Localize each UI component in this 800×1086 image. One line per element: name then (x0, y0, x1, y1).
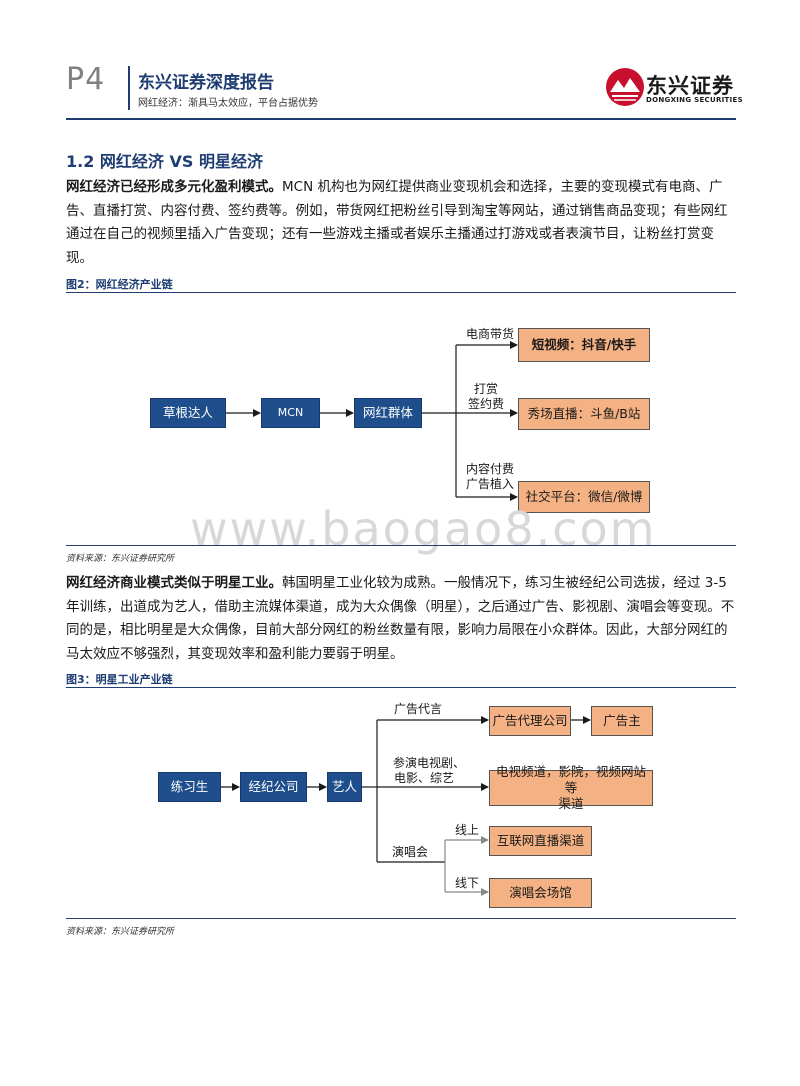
paragraph-2: 网红经济商业模式类似于明星工业。韩国明星工业化较为成熟。一般情况下，练习生被经纪… (66, 572, 736, 666)
page-number: P4 (66, 62, 106, 97)
label-acting-1: 参演电视剧、 (392, 756, 465, 770)
label-endorsement: 广告代言 (393, 702, 442, 716)
node-advertiser: 广告主 (591, 706, 653, 736)
node-tv-line-1: 电视频道，影院，视频网站等 (495, 764, 646, 795)
node-agency: 经纪公司 (240, 772, 307, 802)
node-mcn: MCN (261, 398, 320, 428)
report-subtitle: 网红经济：渐具马太效应，平台占据优势 (138, 98, 318, 109)
node-short-video: 短视频：抖音/快手 (518, 328, 650, 362)
label-content-2: 广告植入 (465, 477, 514, 491)
figure-3-title: 图3：明星工业产业链 (66, 673, 173, 686)
label-ecommerce: 电商带货 (465, 327, 514, 341)
node-online-live: 互联网直播渠道 (489, 826, 592, 856)
paragraph-1-body: MCN 机构也为网红提供商业变现机会和选择，主要的变现模式有电商、广告、直播打赏… (66, 179, 728, 266)
figure-3-top-rule (66, 687, 736, 688)
label-concert: 演唱会 (391, 845, 428, 859)
label-offline: 线下 (454, 876, 479, 890)
node-grassroots: 草根达人 (150, 398, 226, 428)
node-artist: 艺人 (327, 772, 362, 802)
label-content-1: 内容付费 (465, 462, 514, 476)
header-separator (128, 66, 130, 110)
paragraph-1: 网红经济已经形成多元化盈利模式。MCN 机构也为网红提供商业变现机会和选择，主要… (66, 176, 736, 270)
figure-2-title: 图2：网红经济产业链 (66, 278, 173, 291)
figure-2-source: 资料来源：东兴证券研究所 (66, 554, 175, 564)
logo-text-cn: 东兴证券 (646, 74, 734, 98)
figure-3-source: 资料来源：东兴证券研究所 (66, 927, 175, 937)
report-title: 东兴证券深度报告 (138, 73, 274, 93)
paragraph-1-lead: 网红经济已经形成多元化盈利模式。 (66, 179, 282, 195)
label-tips-2: 签约费 (467, 397, 504, 411)
label-tips-1: 打赏 (473, 382, 498, 396)
paragraph-2-body: 韩国明星工业化较为成熟。一般情况下，练习生被经纪公司选拔，经过 3-5 年训练，… (66, 575, 735, 662)
header-rule (66, 118, 736, 120)
label-online: 线上 (454, 823, 479, 837)
node-tv-line-2: 渠道 (558, 796, 584, 811)
node-ad-agency: 广告代理公司 (489, 706, 571, 736)
node-social: 社交平台：微信/微博 (518, 481, 650, 513)
watermark: www.baogao8.com (190, 502, 657, 556)
node-tv-channels: 电视频道，影院，视频网站等 渠道 (489, 764, 653, 811)
figure-2-bottom-rule (66, 545, 736, 546)
figure-3-bottom-rule (66, 918, 736, 919)
node-trainee: 练习生 (158, 772, 221, 802)
logo-text-en: DONGXING SECURITIES (646, 96, 743, 104)
label-acting-2: 电影、综艺 (393, 771, 454, 785)
node-live-show: 秀场直播：斗鱼/B站 (518, 398, 650, 430)
section-title: 1.2 网红经济 VS 明星经济 (66, 152, 263, 171)
node-venue: 演唱会场馆 (489, 878, 592, 908)
paragraph-2-lead: 网红经济商业模式类似于明星工业。 (66, 575, 282, 591)
node-influencers: 网红群体 (354, 398, 422, 428)
dongxing-logo-icon (606, 68, 644, 106)
figure-2-top-rule (66, 292, 736, 293)
